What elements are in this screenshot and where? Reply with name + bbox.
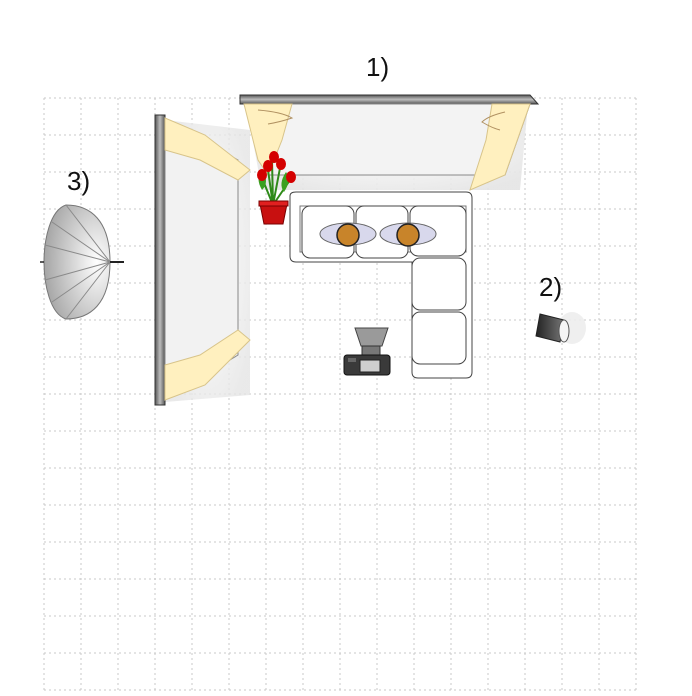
strip-softbox-icon bbox=[239, 94, 540, 191]
potted-tulips-icon bbox=[257, 151, 296, 225]
corner-sofa-icon bbox=[289, 191, 473, 379]
vertical-strip-softbox-icon bbox=[154, 114, 251, 406]
umbrella-icon bbox=[40, 204, 124, 320]
light-2-label: 2) bbox=[539, 272, 562, 302]
light-1-label: 1) bbox=[366, 52, 389, 82]
light-3-label: 3) bbox=[67, 166, 90, 196]
camera-icon bbox=[343, 327, 391, 376]
spotlight-icon bbox=[535, 312, 586, 344]
